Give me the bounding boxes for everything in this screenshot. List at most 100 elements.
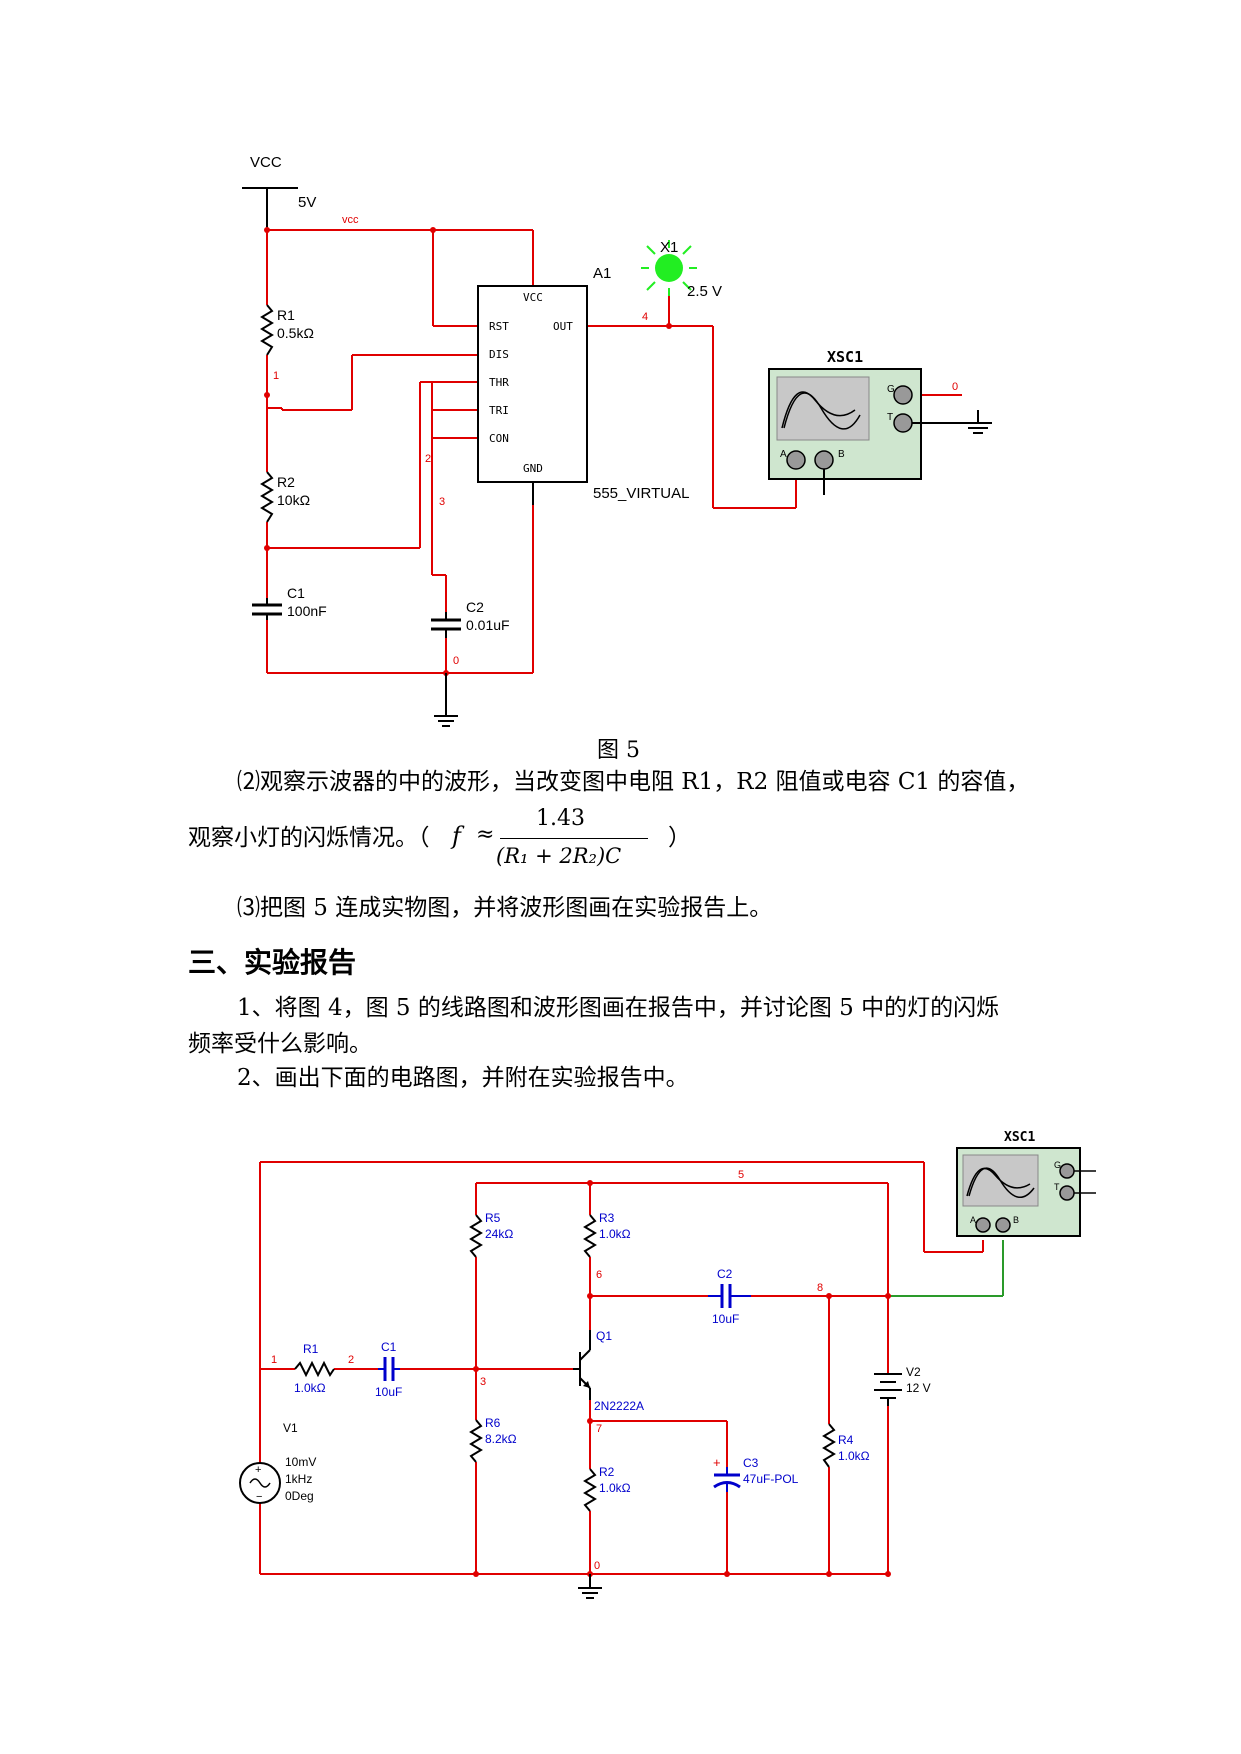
lamp-ref: X1: [660, 239, 678, 256]
scope-t-terminal-fig6[interactable]: [1059, 1185, 1075, 1201]
q1-transistor-symbol: [573, 1330, 591, 1400]
r6-value: 8.2kΩ: [485, 1432, 517, 1446]
scope-g-terminal[interactable]: [893, 385, 913, 405]
ground-symbol-scope: [964, 410, 992, 434]
lamp-icon: [655, 254, 683, 282]
v2-battery-symbol: [874, 1373, 902, 1406]
ground-symbol-fig6: [578, 1574, 602, 1599]
q1-model: 2N2222A: [594, 1399, 644, 1413]
r3-value: 1.0kΩ: [599, 1227, 631, 1241]
scope-a-label: A: [780, 449, 787, 460]
r1-value: 0.5kΩ: [277, 325, 314, 341]
lamp-value: 2.5 V: [687, 283, 722, 300]
paragraph-3: ⑶把图 5 连成实物图，并将波形图画在实验报告上。: [237, 895, 773, 921]
formula-denominator: (R₁ + 2R₂)C: [496, 844, 622, 868]
junction-dots-fig6: [473, 1180, 891, 1577]
net6-label-2: 2: [348, 1354, 354, 1366]
pin-gnd-label: GND: [523, 462, 543, 475]
formula-close-paren: ）: [668, 825, 691, 851]
scope-g-label-fig6: G: [1054, 1160, 1061, 1170]
r1-resistor-symbol: [260, 304, 274, 356]
net-label-2: 2: [425, 453, 431, 465]
c3-plate-bottom: [713, 1481, 741, 1489]
v1-freq: 1kHz: [285, 1472, 312, 1486]
net6-label-0: 0: [594, 1560, 600, 1572]
svg-text:+: +: [713, 1455, 721, 1470]
v2-value: 12 V: [906, 1381, 931, 1395]
scope-a-label-fig6: A: [970, 1215, 976, 1225]
c1-name: C1: [287, 585, 305, 601]
r2-resistor-symbol-fig6: [583, 1468, 597, 1512]
scope-b-terminal[interactable]: [814, 450, 834, 470]
report-item-1-line-2: 频率受什么影响。: [188, 1031, 372, 1057]
scope-ref: XSC1: [827, 348, 863, 366]
r5-name: R5: [485, 1211, 501, 1225]
q1-name: Q1: [596, 1329, 612, 1343]
c2-name: C2: [466, 599, 484, 615]
vcc-value: 5V: [298, 194, 316, 211]
v1-phase: 0Deg: [285, 1489, 314, 1503]
r4-value: 1.0kΩ: [838, 1449, 870, 1463]
r1-name-fig6: R1: [303, 1342, 319, 1356]
ground-symbol-fig5: [434, 673, 458, 727]
net-label-3: 3: [439, 496, 445, 508]
pin-tri-label: TRI: [489, 404, 509, 417]
c1-value: 100nF: [287, 603, 327, 619]
r6-name: R6: [485, 1416, 501, 1430]
net-vcc-label: vcc: [342, 214, 359, 226]
pin-out-label: OUT: [553, 320, 573, 333]
scope-ref-fig6: XSC1: [1004, 1130, 1035, 1145]
r6-resistor-symbol: [469, 1419, 483, 1463]
r2-value: 10kΩ: [277, 492, 310, 508]
scope-b-terminal-fig6[interactable]: [995, 1217, 1011, 1233]
net6-label-6: 6: [596, 1269, 602, 1281]
v1-name: V1: [283, 1421, 298, 1435]
net6-label-1: 1: [271, 1354, 277, 1366]
c2-value-fig6: 10uF: [712, 1312, 739, 1326]
r5-value: 24kΩ: [485, 1227, 513, 1241]
scope-a-terminal[interactable]: [786, 450, 806, 470]
v2-name: V2: [906, 1365, 921, 1379]
r4-resistor-symbol: [822, 1423, 836, 1468]
r5-resistor-symbol: [469, 1214, 483, 1258]
formula-f: f: [452, 822, 461, 850]
net-label-0: 0: [453, 655, 459, 667]
svg-text:−: −: [256, 1491, 262, 1503]
c3-value: 47uF-POL: [743, 1472, 799, 1486]
formula-approx: ≈: [476, 822, 495, 847]
net6-label-7: 7: [596, 1423, 602, 1435]
scope-g-terminal-fig6[interactable]: [1059, 1163, 1075, 1179]
net-label-1: 1: [273, 370, 279, 382]
scope-a-terminal-fig6[interactable]: [975, 1217, 991, 1233]
report-item-2: 2、画出下面的电路图，并附在实验报告中。: [237, 1065, 689, 1091]
figure-5-schematic: VCC 5V vcc: [242, 154, 992, 727]
r1-resistor-symbol-fig6: [294, 1360, 335, 1378]
net6-label-5: 5: [738, 1169, 744, 1181]
scope-g-label: G: [887, 384, 895, 395]
r2-name-fig6: R2: [599, 1465, 615, 1479]
r2-name: R2: [277, 474, 295, 490]
v1-amp: 10mV: [285, 1455, 316, 1469]
frequency-formula: f ≈ 1.43 (R₁ + 2R₂)C: [450, 806, 660, 878]
r1-value-fig6: 1.0kΩ: [294, 1381, 326, 1395]
scope-b-label: B: [838, 449, 845, 460]
scope-t-terminal[interactable]: [893, 413, 913, 433]
lamp-rays: [641, 240, 697, 296]
r1-name: R1: [277, 307, 295, 323]
svg-text:+: +: [255, 1464, 261, 1476]
section-heading: 三、实验报告: [188, 946, 357, 979]
formula-numerator: 1.43: [536, 806, 585, 831]
pin-rst-label: RST: [489, 320, 509, 333]
scope-t-label: T: [887, 412, 893, 423]
pin-vcc-label: VCC: [523, 291, 543, 304]
paragraph-2-line-1: ⑵观察示波器的中的波形，当改变图中电阻 R1，R2 阻值或电容 C1 的容值，: [237, 769, 1030, 795]
c2-value: 0.01uF: [466, 617, 510, 633]
net-label-4: 4: [642, 311, 648, 323]
scope-t-label-fig6: T: [1054, 1182, 1060, 1192]
r3-name: R3: [599, 1211, 615, 1225]
r2-resistor-symbol: [260, 471, 274, 523]
waveform-icon-fig6: [966, 1167, 1031, 1197]
r3-resistor-symbol: [583, 1214, 597, 1258]
vcc-label: VCC: [250, 154, 282, 171]
net-label-0b: 0: [952, 381, 958, 393]
